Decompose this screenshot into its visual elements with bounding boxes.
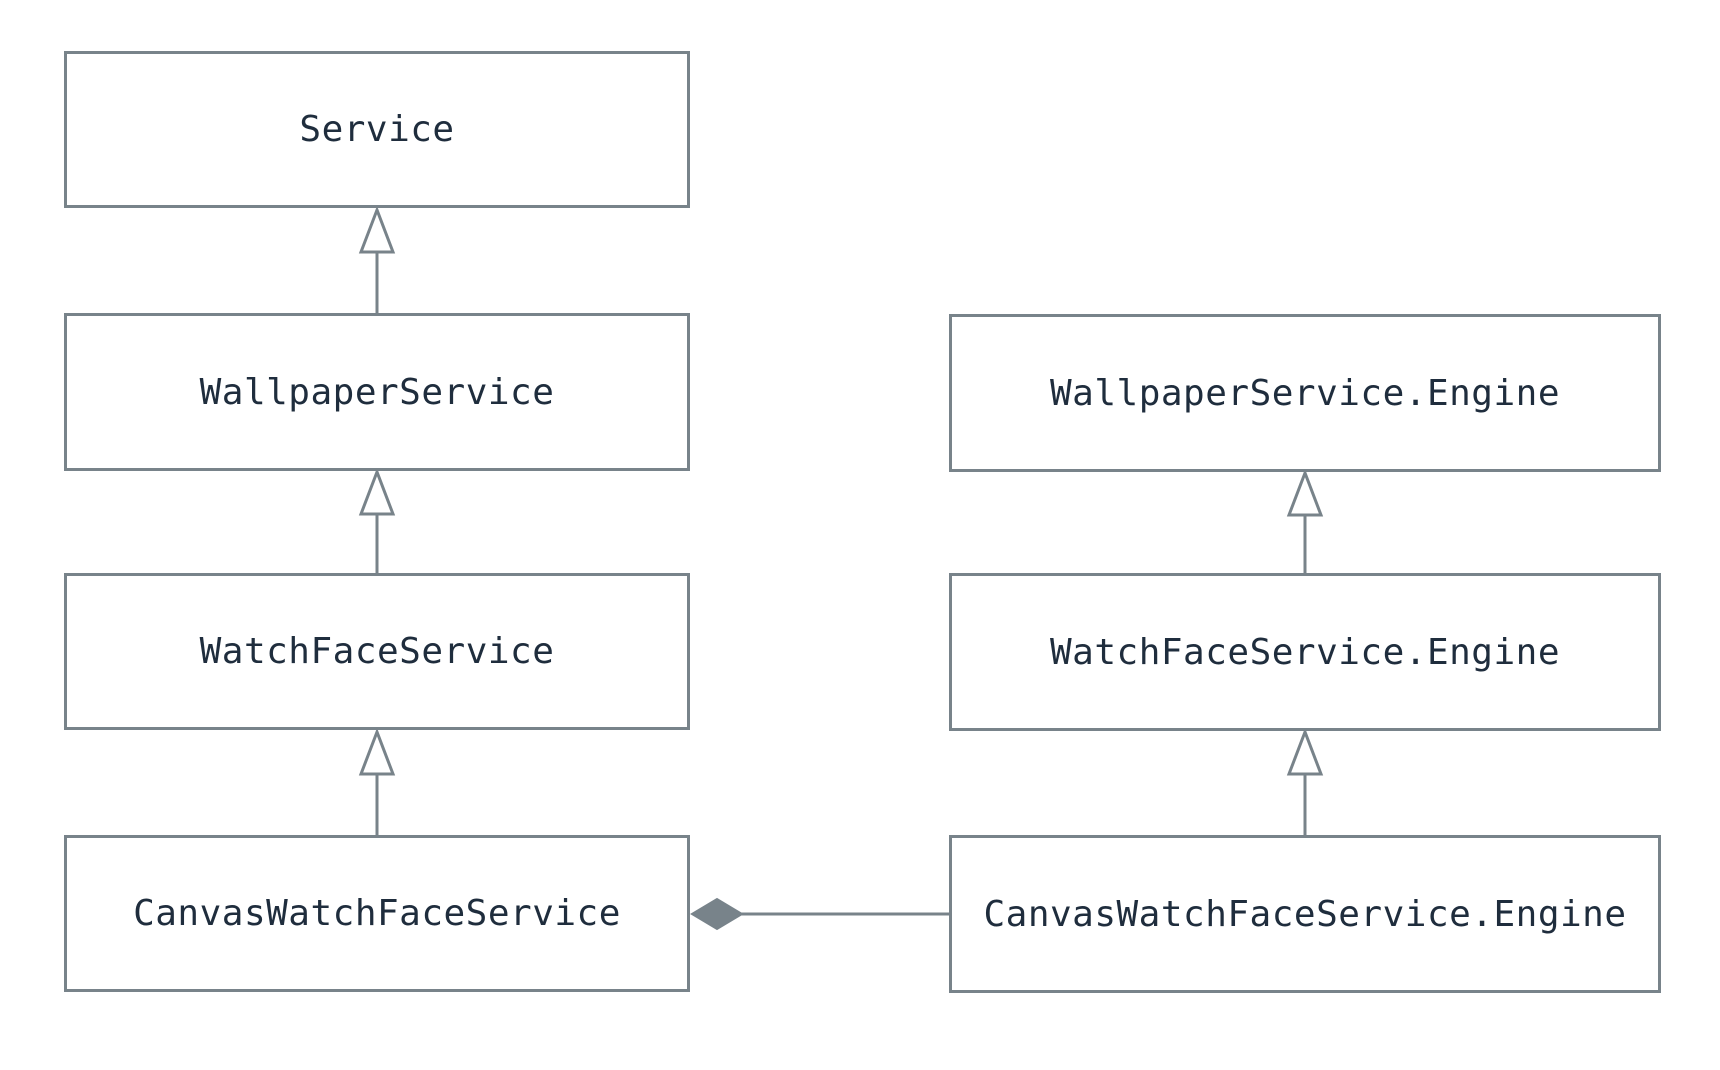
inheritance-canvas-to-watchface (358, 727, 396, 835)
class-label-watch-face-service: WatchFaceService (199, 631, 555, 672)
class-box-service[interactable]: Service (64, 51, 690, 208)
inheritance-wallpaper-to-service (358, 205, 396, 313)
class-box-canvas-watch-face-service[interactable]: CanvasWatchFaceService (64, 835, 690, 992)
inheritance-watchface-engine-to-wallpaper-engine (1286, 468, 1324, 573)
class-label-watch-face-service-engine: WatchFaceService.Engine (1050, 631, 1560, 673)
class-box-wallpaper-service[interactable]: WallpaperService (64, 313, 690, 471)
class-label-wallpaper-service-engine: WallpaperService.Engine (1050, 372, 1560, 414)
class-box-canvas-watch-face-service-engine[interactable]: CanvasWatchFaceService.Engine (949, 835, 1661, 993)
class-box-watch-face-service[interactable]: WatchFaceService (64, 573, 690, 730)
inheritance-canvas-engine-to-watchface-engine (1286, 727, 1324, 835)
class-label-canvas-watch-face-service-engine: CanvasWatchFaceService.Engine (983, 893, 1627, 935)
class-label-wallpaper-service: WallpaperService (199, 371, 555, 413)
class-label-canvas-watch-face-service: CanvasWatchFaceService (133, 893, 621, 934)
class-box-wallpaper-service-engine[interactable]: WallpaperService.Engine (949, 314, 1661, 472)
inheritance-watchface-to-wallpaper (358, 467, 396, 573)
composition-canvas-engine-to-canvas (690, 897, 949, 931)
class-box-watch-face-service-engine[interactable]: WatchFaceService.Engine (949, 573, 1661, 731)
class-label-service: Service (299, 109, 455, 150)
